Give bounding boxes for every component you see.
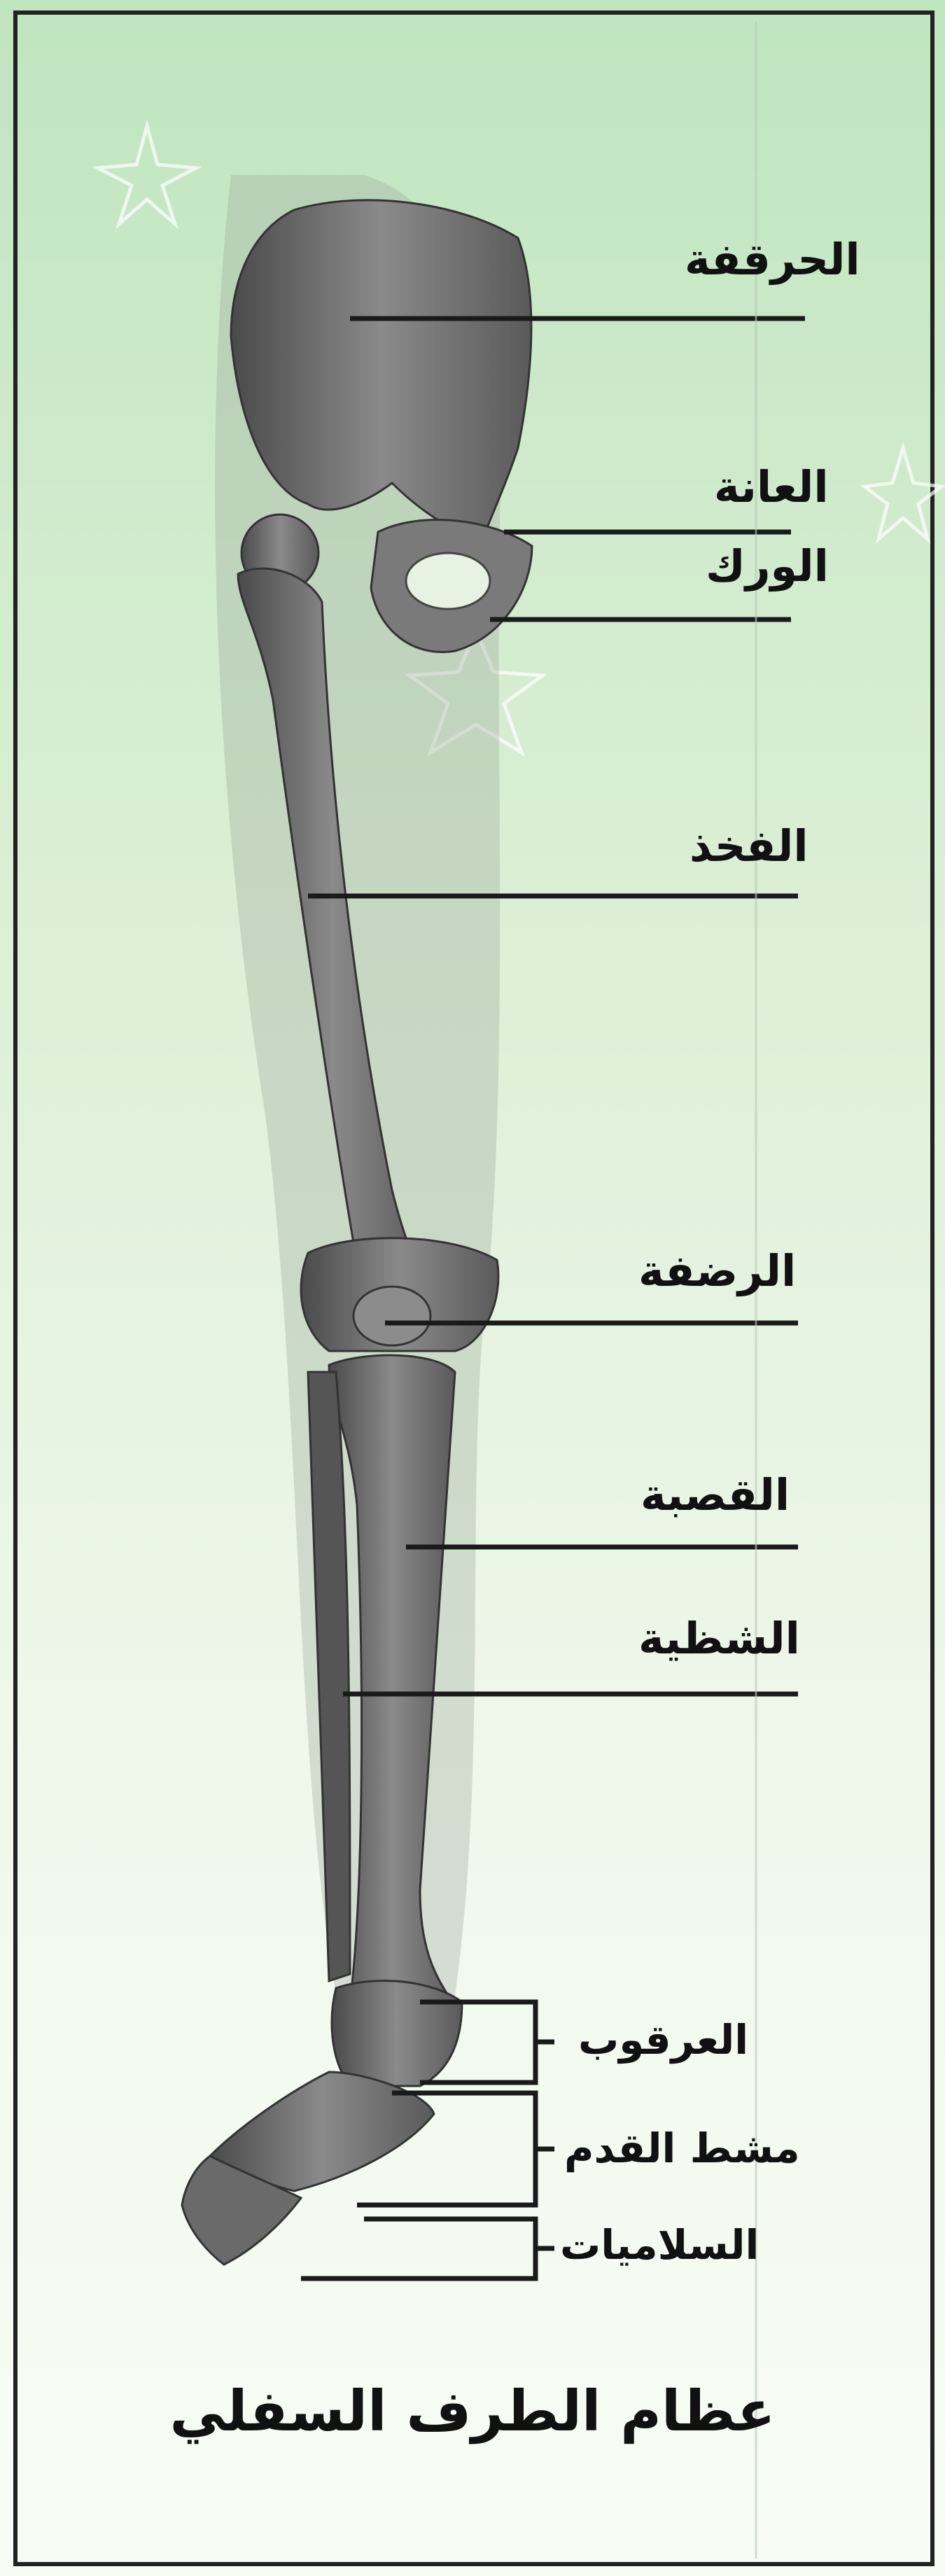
label-tarsus: العرقوب xyxy=(578,2019,748,2060)
patella xyxy=(354,1287,430,1345)
label-fibula: الشظية xyxy=(638,1617,800,1660)
label-metatarsus: مشط القدم xyxy=(564,2128,800,2169)
obturator-foramen xyxy=(406,553,490,609)
label-pubis: العانة xyxy=(714,465,829,509)
label-tibia: القصبة xyxy=(640,1474,790,1517)
label-patella: الرضفة xyxy=(638,1250,796,1293)
label-femur: الفخذ xyxy=(690,825,808,868)
figure-caption: عظام الطرف السفلي xyxy=(0,2384,945,2440)
label-phalanges: السلاميات xyxy=(560,2225,759,2265)
label-ilium: الحرقفة xyxy=(685,238,860,281)
label-hip: الورك xyxy=(706,545,829,588)
